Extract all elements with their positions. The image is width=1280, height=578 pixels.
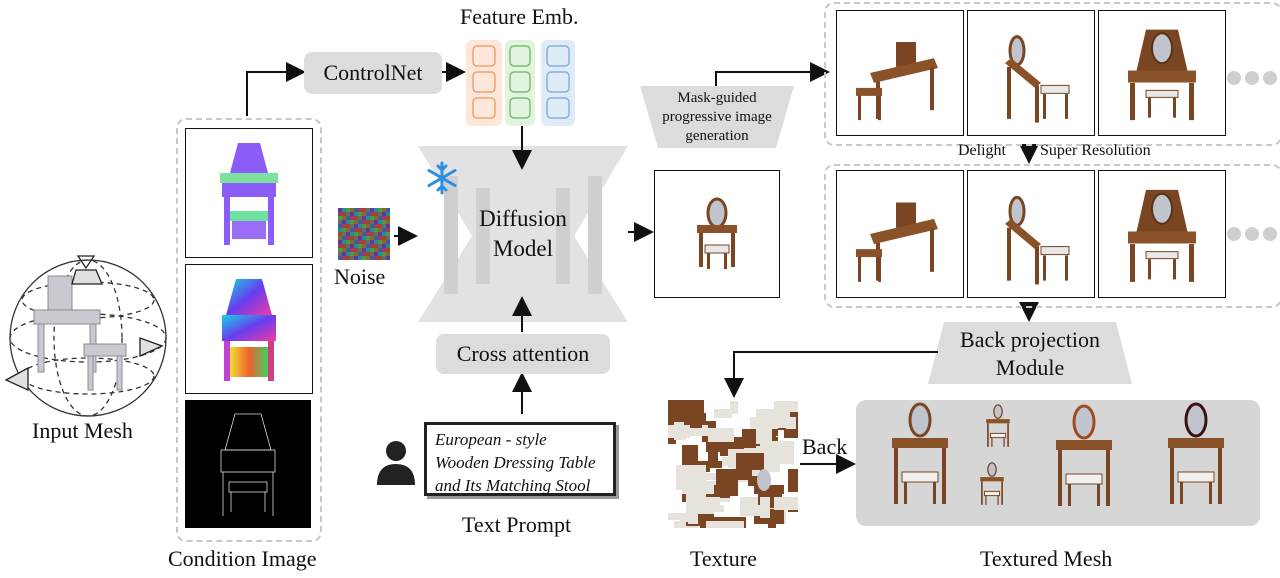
textured-mesh-panel [856, 400, 1260, 526]
furniture-illustration [856, 42, 938, 121]
feature-column-blue [541, 40, 575, 126]
enhanced-view-image-3 [1098, 170, 1226, 298]
furniture-illustration [1005, 195, 1070, 285]
input-mesh-sphere [9, 259, 167, 417]
view-image-1 [836, 10, 964, 136]
diffusion-line-2: Model [492, 236, 554, 261]
feature-embedding [466, 40, 575, 126]
mask-guided-shape [640, 86, 794, 148]
controlnet-block: ControlNet [304, 52, 442, 94]
condition-image-group [176, 118, 322, 542]
view-image-3 [1098, 10, 1226, 136]
condition-normal-map [185, 128, 313, 258]
condition-image-label: Condition Image [168, 546, 317, 571]
prompt-line-3: and Its Matching Stool [435, 476, 591, 495]
feature-column-orange [466, 40, 502, 126]
text-prompt-box: European - style Wooden Dressing Table a… [424, 422, 616, 496]
prompt-line-1: European - style [435, 430, 547, 449]
texture-label: Texture [690, 546, 757, 571]
feature-emb-label: Feature Emb. [460, 4, 579, 29]
delight-label: Delight [958, 142, 1006, 159]
generated-view-image [654, 170, 780, 298]
furniture-illustration [1005, 35, 1070, 123]
texture-atlas-image [668, 400, 798, 528]
condition-position-map [185, 264, 313, 394]
back-label: Back [802, 434, 848, 459]
noise-image [338, 208, 390, 260]
super-resolution-label: Super Resolution [1040, 142, 1151, 159]
condition-edge-map [185, 400, 311, 528]
back-projection-shape [928, 322, 1132, 384]
user-icon [377, 441, 415, 485]
text-prompt-caption: Text Prompt [462, 512, 572, 537]
diffusion-line-1: Diffusion [479, 206, 567, 231]
mask-line-1: Mask-guided [677, 90, 757, 106]
backproj-line-1: Back projection [960, 327, 1100, 352]
noise-label: Noise [334, 264, 386, 289]
diffusion-model-shape [418, 146, 628, 322]
textured-mesh-label: Textured Mesh [980, 546, 1113, 571]
camera-icon [4, 255, 164, 392]
flow-arrows [246, 62, 1039, 474]
feature-column-green [505, 40, 535, 126]
enhanced-view-image-1 [836, 170, 964, 298]
furniture-illustration [1128, 29, 1196, 121]
multiview-group-enhanced [824, 164, 1280, 308]
mesh-furniture [33, 275, 127, 391]
back-projection-label: Back projection Module [940, 326, 1120, 382]
diffusion-model-label: Diffusion Model [466, 204, 580, 264]
view-image-2 [967, 10, 1095, 136]
backproj-line-2: Module [995, 355, 1065, 380]
prompt-line-2: Wooden Dressing Table [435, 453, 596, 472]
input-mesh-label: Input Mesh [32, 418, 133, 443]
multiview-group-raw [824, 2, 1280, 146]
enhanced-view-image-2 [967, 170, 1095, 298]
ellipsis-icon [1227, 71, 1277, 241]
furniture-illustration [1128, 189, 1196, 282]
mask-line-2: progressive image [662, 109, 772, 125]
snowflake-icon [427, 161, 457, 195]
mask-line-3: generation [685, 128, 749, 144]
mask-guided-label: Mask-guided progressive image generation [650, 89, 784, 146]
cross-attention-block: Cross attention [436, 334, 610, 374]
furniture-illustration [856, 202, 938, 282]
